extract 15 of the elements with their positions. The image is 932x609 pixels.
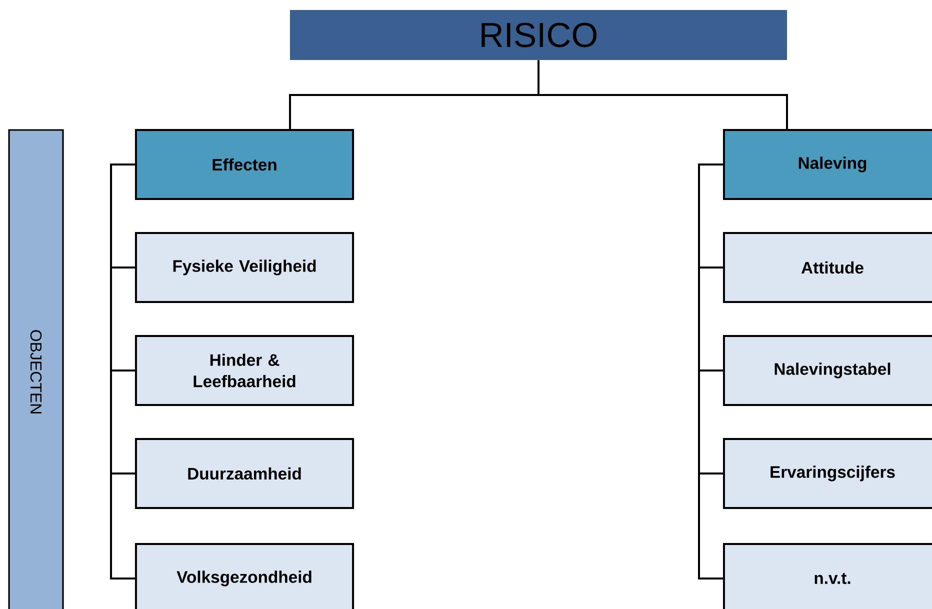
item-box: Volksgezondheid [134, 542, 354, 609]
side-band: OBJECTEN [8, 129, 64, 609]
category-box: Naleving [722, 128, 932, 200]
item-box: Fysieke Veiligheid [134, 232, 354, 304]
top-box: RISICO [290, 10, 788, 60]
item-box: Attitude [722, 232, 932, 304]
category-box: Effecten [134, 128, 354, 200]
connector-line [538, 60, 788, 129]
connector-line [110, 164, 135, 580]
item-box: n.v.t. [722, 542, 932, 609]
item-box: Hinder & Leefbaarheid [134, 334, 354, 406]
connector-line [698, 164, 723, 580]
item-box: Nalevingstabel [722, 334, 932, 406]
item-box: Ervaringscijfers [722, 438, 932, 510]
item-box: Duurzaamheid [134, 438, 354, 510]
